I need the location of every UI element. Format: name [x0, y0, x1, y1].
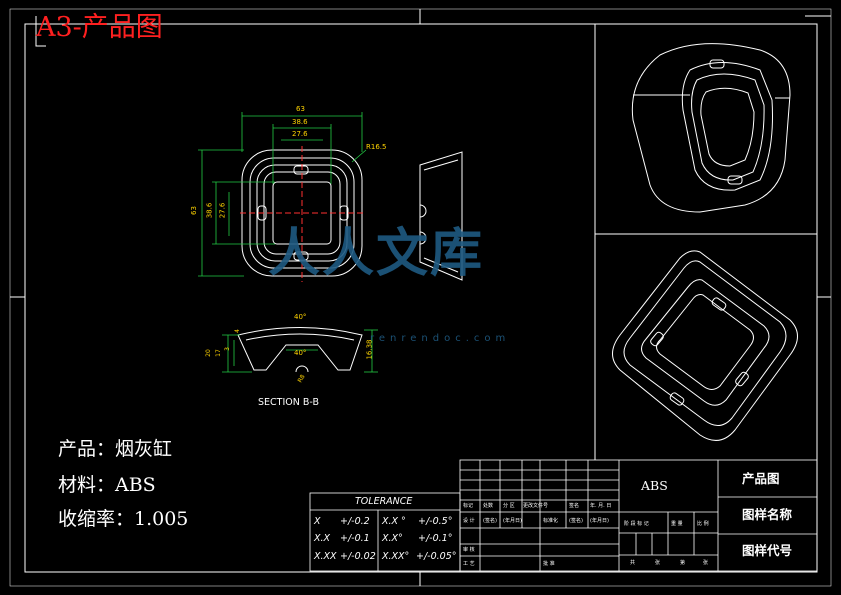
watermark-subtext: renrendoc.com: [370, 333, 511, 344]
dim-section-h4: 4: [233, 329, 241, 333]
iso-view-top: [631, 43, 791, 213]
note-product: 产品：烟灰缸: [58, 438, 173, 460]
tb-r2-5: (年月日): [590, 518, 609, 524]
tol-r2-a: X.XX: [314, 551, 337, 562]
tb-sheet-1: 张: [655, 560, 661, 566]
note-material: 材料：ABS: [58, 474, 156, 496]
dim-inner-height-2: 27.6: [218, 202, 227, 219]
top-view: [198, 112, 367, 282]
iso-view-bottom: [612, 250, 798, 441]
tb-r2-3: 标准化: [543, 518, 559, 524]
watermark-logo: 人人文库: [268, 223, 485, 284]
tb-sheet-0: 共: [630, 560, 636, 566]
title-block: [459, 459, 818, 572]
tol-r1-d: +/-0.1°: [418, 533, 453, 544]
tol-r2-c: X.XX°: [382, 551, 410, 562]
tol-r1-a: X.X: [314, 533, 331, 544]
tb-stage-1: 重 量: [671, 521, 683, 527]
dim-section-height: 16.38: [365, 339, 374, 360]
tb-h3: 更改文件号: [523, 503, 549, 509]
dim-section-angle-top: 40°: [294, 313, 307, 321]
tb-r4-0: 工 艺: [463, 561, 475, 567]
note-shrinkage: 收缩率：1.005: [58, 508, 189, 530]
tb-h5: 年. 月. 日: [590, 503, 612, 509]
tol-r2-d: +/-0.05°: [416, 551, 457, 562]
tb-h4: 签名: [569, 503, 580, 509]
tol-r0-a: X: [314, 516, 321, 527]
dim-height: 63: [189, 206, 198, 215]
tb-sheet-2: 第: [680, 560, 686, 566]
tb-sheet-3: 张: [703, 560, 709, 566]
tb-h0: 标记: [463, 503, 474, 509]
drawing-frame: [9, 8, 832, 587]
tol-r0-d: +/-0.5°: [418, 516, 453, 527]
side-view: [419, 151, 463, 281]
view-separators: [594, 24, 817, 460]
section-label: SECTION B-B: [258, 397, 319, 408]
tb-r2-2: (年月日): [503, 518, 522, 524]
dim-inner-width-2: 27.6: [292, 130, 308, 138]
tb-drawing-name: 图样名称: [742, 507, 793, 522]
tolerance-header: TOLERANCE: [355, 496, 413, 507]
tb-r3-0: 审 核: [463, 547, 475, 553]
tb-material-value: ABS: [641, 478, 668, 493]
dim-inner-width-1: 38.6: [292, 118, 308, 126]
dim-section-h3: 3: [223, 347, 231, 351]
dim-section-h1: 20: [204, 349, 212, 357]
dim-top-width: 63: [296, 105, 305, 113]
tol-r0-b: +/-0.2: [340, 516, 370, 527]
tol-r1-c: X.X°: [382, 533, 403, 544]
dim-inner-height-1: 38.6: [205, 202, 214, 219]
tol-r0-c: X.X °: [382, 516, 406, 527]
dim-radius: R16.5: [366, 143, 387, 151]
tb-r4-1: 批 准: [543, 561, 555, 567]
tb-r2-1: (签名): [483, 518, 497, 524]
tb-r2-4: (签名): [569, 518, 583, 524]
tol-r2-b: +/-0.02: [340, 551, 376, 562]
tb-stage-2: 比 例: [697, 521, 709, 527]
tb-stage-0: 阶 段 标 记: [624, 521, 649, 527]
dim-section-h2: 17: [214, 349, 222, 357]
tb-r2-0: 设 计: [463, 518, 475, 524]
tb-drawing-code: 图样代号: [742, 543, 793, 558]
sheet-title: A3-产品图: [36, 12, 163, 43]
tb-h2: 分 区: [503, 503, 515, 509]
tb-h1: 处数: [483, 503, 494, 509]
section-view: [222, 327, 378, 373]
tol-r1-b: +/-0.1: [340, 533, 370, 544]
dim-section-angle-bottom: 40°: [294, 349, 307, 357]
tb-product-drawing: 产品图: [742, 471, 780, 486]
